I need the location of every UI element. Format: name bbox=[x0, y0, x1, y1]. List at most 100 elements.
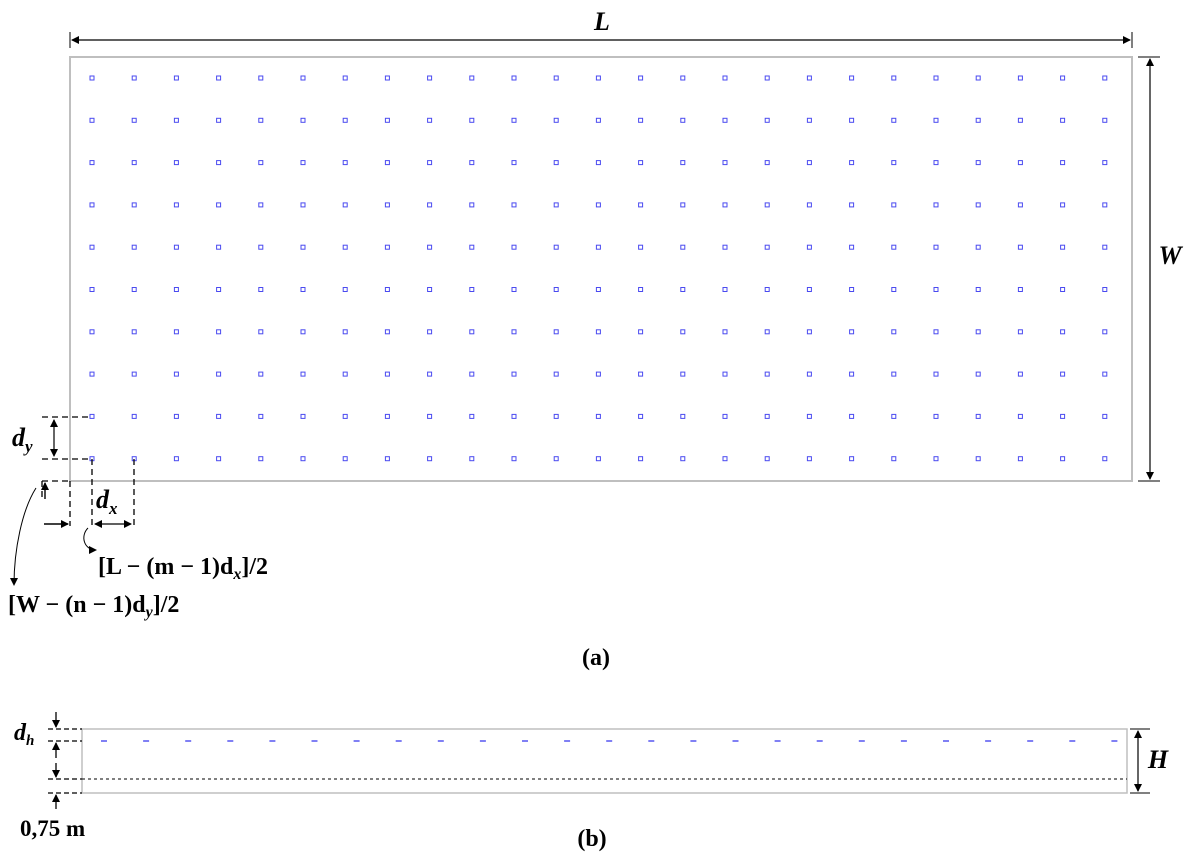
plan-point bbox=[975, 117, 981, 123]
plan-point bbox=[806, 160, 812, 166]
plan-point bbox=[258, 413, 264, 419]
plan-caption: (a) bbox=[582, 645, 610, 671]
plan-point bbox=[553, 413, 559, 419]
plan-point bbox=[891, 202, 897, 208]
plan-point bbox=[216, 329, 222, 335]
plan-point bbox=[216, 160, 222, 166]
plan-point bbox=[553, 287, 559, 292]
plan-point bbox=[595, 75, 601, 81]
plan-point bbox=[1017, 75, 1023, 81]
plan-point bbox=[173, 413, 179, 419]
plan-point bbox=[1060, 75, 1066, 81]
plan-point bbox=[131, 202, 137, 208]
plan-point bbox=[258, 160, 264, 166]
plan-point bbox=[89, 160, 95, 166]
plan-point bbox=[300, 75, 306, 81]
plan-point bbox=[680, 117, 686, 123]
plan-point bbox=[258, 287, 264, 292]
plan-point bbox=[258, 117, 264, 123]
plan-point bbox=[258, 244, 264, 250]
plan-point bbox=[680, 202, 686, 208]
plan-point bbox=[216, 244, 222, 250]
plan-point bbox=[891, 287, 897, 292]
plan-point bbox=[638, 244, 644, 250]
plan-point bbox=[764, 244, 770, 250]
plan-point bbox=[1102, 287, 1108, 292]
plan-point bbox=[469, 413, 475, 419]
plan-point bbox=[638, 287, 644, 292]
plan-point bbox=[933, 75, 939, 81]
plan-point bbox=[131, 75, 137, 81]
plan-point bbox=[258, 371, 264, 377]
plan-point bbox=[722, 202, 728, 208]
plan-point bbox=[511, 202, 517, 208]
plan-point bbox=[891, 456, 897, 462]
plan-point bbox=[300, 371, 306, 377]
plan-point bbox=[89, 371, 95, 377]
plan-point bbox=[131, 329, 137, 335]
plan-point bbox=[1060, 456, 1066, 462]
plan-point bbox=[764, 75, 770, 81]
plan-point bbox=[722, 413, 728, 419]
plan-point bbox=[764, 117, 770, 123]
plan-point bbox=[511, 371, 517, 377]
plan-point bbox=[342, 371, 348, 377]
plan-point bbox=[342, 413, 348, 419]
plan-point bbox=[342, 160, 348, 166]
plan-point bbox=[975, 329, 981, 335]
plan-point bbox=[469, 160, 475, 166]
plan-point bbox=[469, 371, 475, 377]
plan-point bbox=[131, 371, 137, 377]
plan-point bbox=[975, 160, 981, 166]
plan-point bbox=[1102, 371, 1108, 377]
plan-point bbox=[638, 413, 644, 419]
plan-point bbox=[89, 244, 95, 250]
width-label: W bbox=[1158, 241, 1183, 270]
length-label: L bbox=[593, 7, 610, 36]
plan-point bbox=[553, 75, 559, 81]
plan-point bbox=[595, 371, 601, 377]
plan-point bbox=[427, 456, 433, 462]
plan-point bbox=[722, 160, 728, 166]
plan-point bbox=[933, 287, 939, 292]
plan-point bbox=[216, 117, 222, 123]
plan-point bbox=[595, 117, 601, 123]
plan-point bbox=[849, 75, 855, 81]
plan-point bbox=[173, 244, 179, 250]
plan-point bbox=[933, 244, 939, 250]
plan-point bbox=[216, 75, 222, 81]
plan-point bbox=[89, 117, 95, 123]
plan-point bbox=[89, 287, 95, 292]
plan-point bbox=[722, 371, 728, 377]
plan-point bbox=[131, 244, 137, 250]
plan-point bbox=[891, 117, 897, 123]
plan-point bbox=[131, 117, 137, 123]
plan-point bbox=[975, 202, 981, 208]
plan-point bbox=[806, 413, 812, 419]
section-view: dh 0,75 m H (b) bbox=[14, 712, 1169, 852]
plan-point bbox=[1102, 244, 1108, 250]
plan-point bbox=[384, 117, 390, 123]
plan-point bbox=[511, 160, 517, 166]
plan-point bbox=[384, 244, 390, 250]
plan-point bbox=[1017, 329, 1023, 335]
plan-point bbox=[1060, 202, 1066, 208]
plan-point bbox=[1017, 456, 1023, 462]
plan-point bbox=[1060, 371, 1066, 377]
plan-point bbox=[173, 75, 179, 81]
plan-point bbox=[933, 160, 939, 166]
plan-point bbox=[173, 287, 179, 292]
plan-point bbox=[1017, 371, 1023, 377]
plan-point bbox=[300, 287, 306, 292]
section-caption: (b) bbox=[577, 826, 606, 852]
plan-point bbox=[300, 413, 306, 419]
plan-point bbox=[806, 371, 812, 377]
plan-point-grid bbox=[89, 75, 1108, 462]
plan-point bbox=[1102, 202, 1108, 208]
plan-point bbox=[595, 287, 601, 292]
plan-point bbox=[764, 456, 770, 462]
plan-point bbox=[806, 117, 812, 123]
plan-point bbox=[722, 287, 728, 292]
plan-point bbox=[849, 202, 855, 208]
plan-point bbox=[427, 117, 433, 123]
